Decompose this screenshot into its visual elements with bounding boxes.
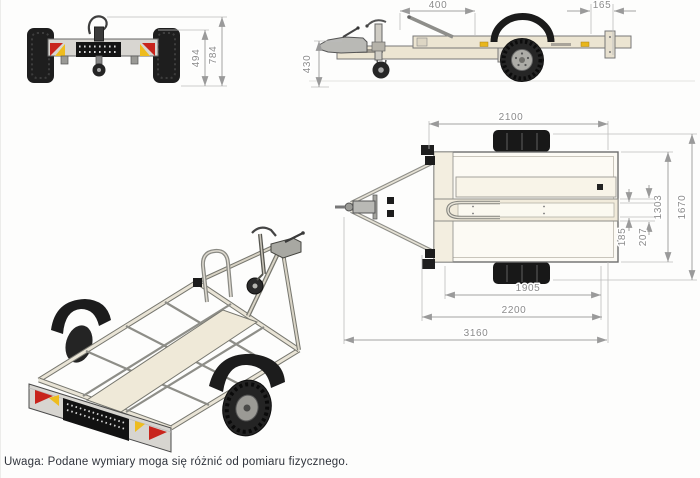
bolt xyxy=(609,36,611,38)
longitudinal-rail xyxy=(82,303,232,397)
clamp xyxy=(387,197,394,204)
rail-hinge xyxy=(416,37,428,47)
top-view: 2100 1670 1303 185 207 1905 2200 3160 xyxy=(335,111,697,344)
coupler-lever xyxy=(342,27,359,38)
jockey-hub xyxy=(378,67,384,73)
wheel-channel xyxy=(85,309,259,413)
left-tire xyxy=(65,325,93,363)
tail-lamp-red xyxy=(142,43,155,56)
channel-track xyxy=(457,202,615,218)
disclaimer-text: Uwaga: Podane wymiary moga się różnić od… xyxy=(4,456,349,468)
fender xyxy=(490,13,555,43)
frame-bracket xyxy=(60,55,69,65)
coupler-ball-socket xyxy=(344,202,354,212)
hitch-coupler xyxy=(318,36,368,54)
tail-lamp-red xyxy=(50,43,63,56)
brand-logo xyxy=(551,43,571,46)
wheel-hub xyxy=(519,57,525,63)
tire-tread xyxy=(501,39,543,81)
side-panel xyxy=(455,176,617,198)
lever-knob xyxy=(407,15,411,19)
clamp xyxy=(425,249,435,258)
tire-tread xyxy=(31,32,50,79)
dim-label-1670: 1670 xyxy=(677,195,688,220)
beam-label xyxy=(357,49,383,53)
crank-knob xyxy=(365,24,369,28)
jockey-crank-handle xyxy=(366,19,387,27)
longitudinal-rail xyxy=(125,326,265,413)
jockey-hub xyxy=(97,68,101,72)
rear-right-tire xyxy=(153,28,180,83)
dim-label-2100: 2100 xyxy=(499,112,524,123)
tail-lamp-amber xyxy=(49,395,59,406)
jockey-crank-handle xyxy=(87,15,108,35)
dim-label-185: 185 xyxy=(617,228,628,247)
jockey-clamp xyxy=(371,41,386,52)
jockey-post xyxy=(94,26,104,42)
bolt xyxy=(609,51,611,53)
jockey-fork xyxy=(95,55,103,65)
dim-label-784: 784 xyxy=(208,46,219,65)
tire-tread xyxy=(224,382,270,434)
jockey-hub xyxy=(252,283,258,289)
dim-label-494: 494 xyxy=(191,49,202,68)
tail-lamp-red xyxy=(149,426,167,440)
amber-reflector xyxy=(479,41,489,47)
dim-label-1303: 1303 xyxy=(653,195,664,220)
tail-lamp-amber xyxy=(140,44,150,56)
tie-point xyxy=(597,184,603,190)
dim-label-400: 400 xyxy=(429,0,448,11)
tail-lamp-red xyxy=(35,390,53,404)
dim-label-2200: 2200 xyxy=(502,305,527,316)
left-rail xyxy=(38,280,198,382)
clamp xyxy=(193,278,202,287)
dim-label-165: 165 xyxy=(593,0,612,11)
perforated-plate xyxy=(63,398,129,441)
left-fender xyxy=(51,299,111,334)
isometric-view xyxy=(28,226,305,453)
side-view: 400 165 430 xyxy=(301,0,695,88)
rear-post-plate xyxy=(604,30,616,59)
frame-bracket xyxy=(130,55,139,65)
right-fender xyxy=(209,353,285,392)
dim-label-3160: 3160 xyxy=(464,328,489,339)
clamp xyxy=(387,210,394,217)
wheel-hub xyxy=(243,404,251,412)
amber-reflector xyxy=(580,41,590,47)
dim-label-430: 430 xyxy=(302,55,313,74)
clamp xyxy=(422,259,435,269)
dim-label-207: 207 xyxy=(638,228,649,247)
jockey-crank-handle xyxy=(251,226,277,237)
dim-label-1905: 1905 xyxy=(516,283,541,294)
hitch-coupler xyxy=(352,200,376,214)
clamp xyxy=(421,145,434,155)
clamp xyxy=(425,156,435,165)
rear-view: 494 784 xyxy=(27,15,227,87)
drawbar-arm xyxy=(282,252,300,351)
perforated-plate xyxy=(76,42,121,57)
ramp-lever xyxy=(408,15,454,39)
lever-knob xyxy=(356,26,360,30)
tire-tread xyxy=(157,32,176,79)
tail-lamp-amber xyxy=(135,421,145,432)
tail-lamp-amber xyxy=(55,44,65,56)
coupler-lever xyxy=(284,232,304,243)
drawbar-center-tube xyxy=(247,250,280,317)
rear-left-tire xyxy=(27,28,54,83)
